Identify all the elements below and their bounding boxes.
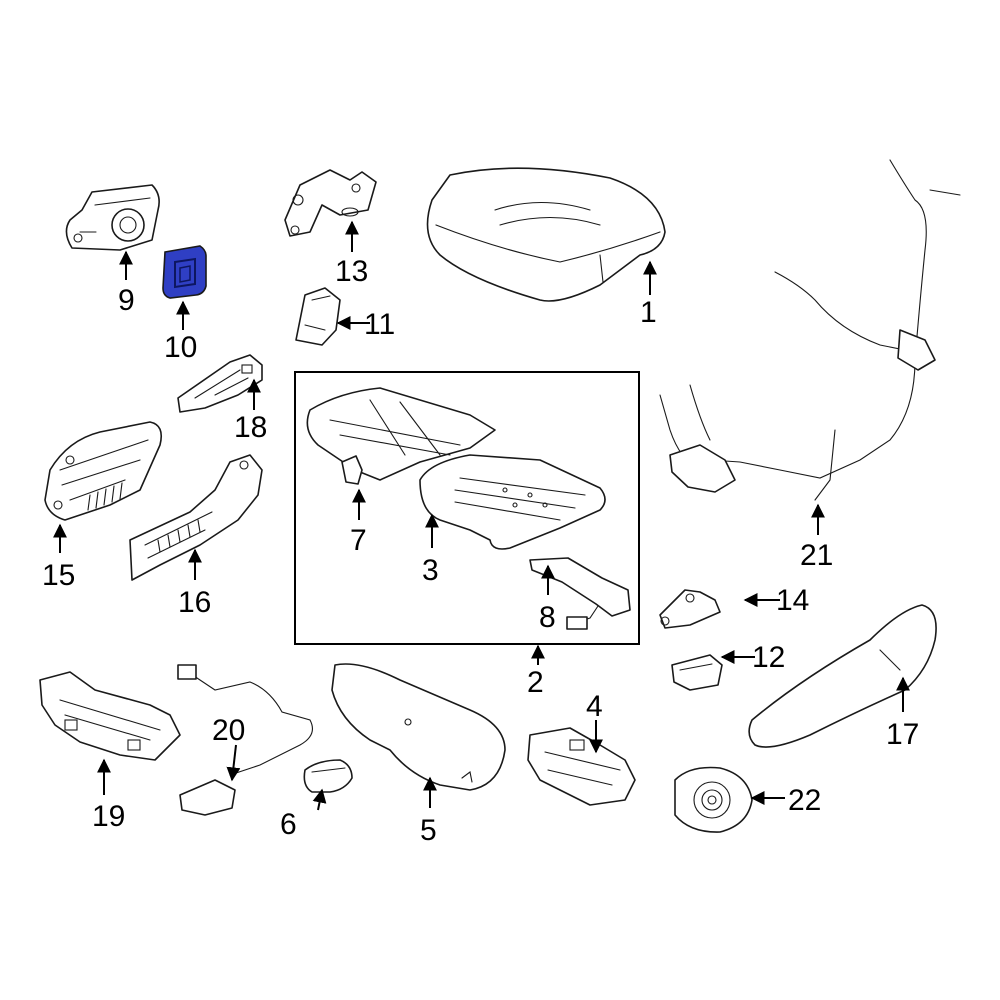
callout-18[interactable]: 18 xyxy=(234,411,267,444)
part-14-bracket[interactable] xyxy=(659,589,721,629)
assembly-2-box xyxy=(294,371,640,645)
callout-6[interactable]: 6 xyxy=(280,808,297,841)
part-10-knob-cover[interactable] xyxy=(162,245,207,299)
callout-9[interactable]: 9 xyxy=(118,284,135,317)
part-1-seat-cushion[interactable] xyxy=(426,167,666,302)
callout-12[interactable]: 12 xyxy=(752,641,785,674)
part-9-switch-housing[interactable] xyxy=(65,184,160,251)
callout-5[interactable]: 5 xyxy=(420,814,437,847)
part-4-mechanism[interactable] xyxy=(527,727,636,806)
callout-14[interactable]: 14 xyxy=(776,584,809,617)
leaders xyxy=(53,220,910,811)
part-6-switch-knob[interactable] xyxy=(303,759,353,793)
part-15-side-shield[interactable] xyxy=(44,421,163,521)
callout-13[interactable]: 13 xyxy=(335,255,368,288)
callout-3[interactable]: 3 xyxy=(422,554,439,587)
callout-labels: 1 9 10 13 11 18 15 16 7 3 8 2 21 14 12 1… xyxy=(42,255,919,847)
part-16-side-cover[interactable] xyxy=(129,454,263,581)
part-20-cable[interactable] xyxy=(177,664,313,816)
callout-10[interactable]: 10 xyxy=(164,331,197,364)
part-18-trim[interactable] xyxy=(177,354,263,413)
callout-11[interactable]: 11 xyxy=(364,308,395,341)
callout-21[interactable]: 21 xyxy=(800,539,833,572)
callout-1[interactable]: 1 xyxy=(640,296,657,329)
callout-8[interactable]: 8 xyxy=(539,601,556,634)
callout-17[interactable]: 17 xyxy=(886,718,919,751)
callout-2[interactable]: 2 xyxy=(527,666,544,699)
part-12-clip[interactable] xyxy=(671,654,723,691)
callout-4[interactable]: 4 xyxy=(586,690,603,723)
callout-15[interactable]: 15 xyxy=(42,559,75,592)
part-17-side-trim[interactable] xyxy=(748,604,937,748)
part-5-seat-pad[interactable] xyxy=(331,663,506,791)
part-11-clip[interactable] xyxy=(295,287,341,346)
part-21-wiring-harness[interactable] xyxy=(659,159,961,501)
callout-20[interactable]: 20 xyxy=(212,714,245,747)
callout-16[interactable]: 16 xyxy=(178,586,211,619)
callout-19[interactable]: 19 xyxy=(92,800,125,833)
part-7-clip[interactable] xyxy=(341,455,363,485)
part-3-seat-pan[interactable] xyxy=(419,454,606,550)
part-22-motor[interactable] xyxy=(674,766,753,833)
callout-7[interactable]: 7 xyxy=(350,524,367,557)
callout-22[interactable]: 22 xyxy=(788,784,821,817)
part-19-seat-track[interactable] xyxy=(39,671,181,761)
part-13-bracket[interactable] xyxy=(284,169,377,237)
